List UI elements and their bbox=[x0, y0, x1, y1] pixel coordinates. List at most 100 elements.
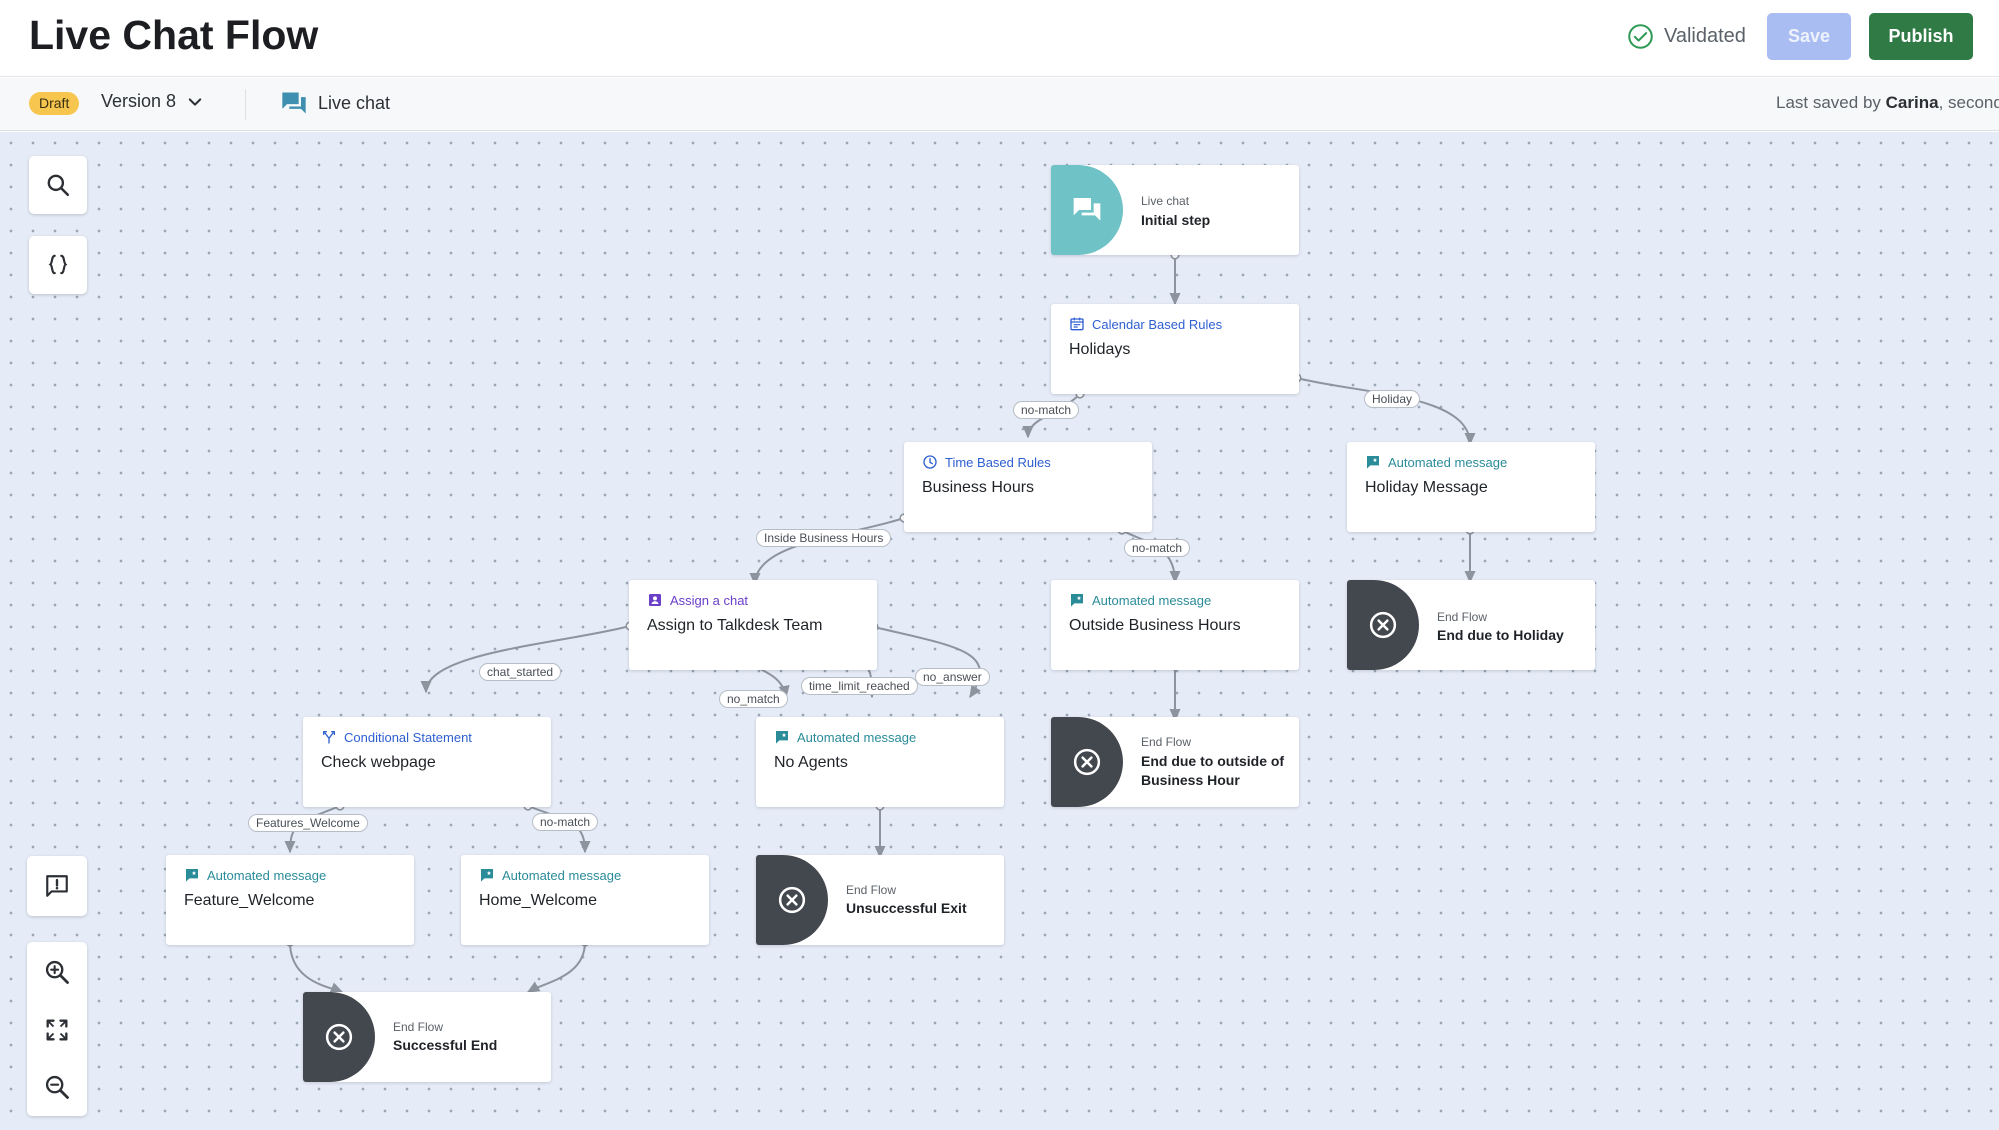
node-category: End Flow bbox=[846, 883, 897, 897]
version-selector[interactable]: Version 8 bbox=[101, 91, 204, 112]
zoom-out-button[interactable] bbox=[27, 1059, 87, 1115]
feedback-button[interactable] bbox=[27, 856, 87, 916]
page-title: Live Chat Flow bbox=[29, 12, 319, 58]
node-category: Live chat bbox=[1141, 194, 1190, 208]
node-name: Holiday Message bbox=[1365, 479, 1488, 496]
edge-home-end bbox=[526, 941, 586, 993]
edge-label: no_match bbox=[719, 690, 788, 708]
end-node-badge bbox=[756, 855, 828, 945]
edge-feature-end bbox=[289, 941, 344, 993]
automated-message-icon bbox=[1071, 594, 1083, 607]
node-category: Assign a chat bbox=[647, 592, 748, 608]
zoom-out-icon bbox=[45, 1075, 69, 1099]
node-holiday-message[interactable]: Automated message Holiday Message bbox=[1347, 442, 1595, 532]
chevron-down-icon bbox=[188, 97, 202, 106]
flow-canvas[interactable]: Live chat Initial step Calendar Based Ru… bbox=[0, 132, 1999, 1130]
node-name: No Agents bbox=[774, 754, 848, 771]
node-category: Automated message bbox=[1069, 592, 1211, 608]
validated-label: Validated bbox=[1664, 24, 1746, 47]
edge-label: time_limit_reached bbox=[801, 677, 918, 695]
node-category: Calendar Based Rules bbox=[1069, 316, 1222, 332]
automated-message-icon bbox=[1367, 456, 1379, 469]
node-business-hours[interactable]: Time Based Rules Business Hours bbox=[904, 442, 1152, 532]
fit-to-screen-icon bbox=[46, 1019, 68, 1041]
node-name: Home_Welcome bbox=[479, 892, 597, 909]
start-node-badge bbox=[1051, 165, 1123, 255]
clock-icon bbox=[923, 455, 937, 469]
edge-chat-started bbox=[420, 625, 631, 694]
variables-braces-icon bbox=[48, 254, 68, 275]
node-end-outside-hours[interactable]: End Flow End due to outside of Business … bbox=[1051, 717, 1299, 807]
node-category: Automated message bbox=[184, 867, 326, 883]
assign-agent-icon bbox=[649, 594, 661, 606]
end-node-badge bbox=[303, 992, 375, 1082]
divider bbox=[245, 89, 246, 120]
status-badge: Draft bbox=[29, 92, 80, 115]
zoom-controls bbox=[27, 942, 87, 1116]
node-home-welcome[interactable]: Automated message Home_Welcome bbox=[461, 855, 709, 945]
zoom-in-button[interactable] bbox=[27, 944, 87, 1000]
edge-inside-hours bbox=[749, 517, 905, 586]
node-name: Check webpage bbox=[321, 754, 436, 771]
node-name: Unsuccessful Exit bbox=[846, 900, 967, 916]
node-holidays[interactable]: Calendar Based Rules Holidays bbox=[1051, 304, 1299, 394]
channel-indicator: Live chat bbox=[280, 89, 390, 117]
node-unsuccessful-exit[interactable]: End Flow Unsuccessful Exit bbox=[756, 855, 1004, 945]
check-circle-icon bbox=[1628, 23, 1653, 49]
chat-icon bbox=[1073, 198, 1101, 221]
node-name: End due to outside of Business Hour bbox=[1141, 753, 1285, 788]
edge-label: no-match bbox=[1124, 539, 1191, 557]
feedback-icon bbox=[46, 875, 68, 897]
node-name: Successful End bbox=[393, 1037, 498, 1053]
node-outside-business-hours[interactable]: Automated message Outside Business Hours bbox=[1051, 580, 1299, 670]
node-name: Assign to Talkdesk Team bbox=[647, 617, 823, 634]
flow-info-bar: Draft Version 8 Live chat Last saved by … bbox=[0, 78, 1999, 131]
node-end-holiday[interactable]: End Flow End due to Holiday bbox=[1347, 580, 1595, 670]
edge-label: chat_started bbox=[479, 663, 562, 681]
node-name: Business Hours bbox=[922, 479, 1035, 496]
node-no-agents[interactable]: Automated message No Agents bbox=[756, 717, 1004, 807]
search-button[interactable] bbox=[29, 156, 87, 214]
node-category: Automated message bbox=[774, 729, 916, 745]
calendar-icon bbox=[1070, 317, 1084, 331]
variables-button[interactable] bbox=[29, 236, 87, 294]
automated-message-icon bbox=[776, 731, 788, 744]
close-circle-icon bbox=[325, 1023, 353, 1051]
node-successful-end[interactable]: End Flow Successful End bbox=[303, 992, 551, 1082]
node-feature-welcome[interactable]: Automated message Feature_Welcome bbox=[166, 855, 414, 945]
node-check-webpage[interactable]: Conditional Statement Check webpage bbox=[303, 717, 551, 807]
node-name: Outside Business Hours bbox=[1069, 617, 1241, 634]
edge-label: Features_Welcome bbox=[248, 814, 368, 832]
fit-to-screen-button[interactable] bbox=[27, 1002, 87, 1058]
node-category: End Flow bbox=[1437, 610, 1488, 624]
channel-label: Live chat bbox=[318, 92, 391, 113]
chat-icon bbox=[282, 92, 306, 114]
publish-button[interactable]: Publish bbox=[1869, 13, 1973, 60]
last-saved-info: Last saved by Carina, second bbox=[1776, 93, 1999, 112]
save-button[interactable]: Save bbox=[1767, 13, 1851, 60]
node-name: Holidays bbox=[1069, 341, 1131, 358]
node-initial-step[interactable]: Live chat Initial step bbox=[1051, 165, 1299, 255]
node-name: End due to Holiday bbox=[1437, 627, 1564, 643]
node-name: Initial step bbox=[1141, 212, 1211, 228]
branch-icon bbox=[323, 731, 335, 744]
edge-holidays-holiday bbox=[1296, 377, 1476, 446]
last-saved-user: Carina bbox=[1885, 93, 1939, 112]
edge-label: no-match bbox=[532, 813, 599, 831]
automated-message-icon bbox=[481, 869, 493, 882]
node-category: Time Based Rules bbox=[922, 454, 1051, 470]
validation-status: Validated bbox=[1627, 21, 1746, 51]
close-circle-icon bbox=[1073, 748, 1101, 776]
node-category: End Flow bbox=[1141, 735, 1192, 749]
end-node-badge bbox=[1051, 717, 1123, 807]
automated-message-icon bbox=[186, 869, 198, 882]
node-category: Conditional Statement bbox=[321, 729, 472, 745]
node-category: Automated message bbox=[479, 867, 621, 883]
version-label: Version 8 bbox=[101, 91, 177, 111]
edge-label: no_answer bbox=[915, 668, 990, 686]
edge-label: no-match bbox=[1013, 401, 1080, 419]
close-circle-icon bbox=[1369, 611, 1397, 639]
node-category: Automated message bbox=[1365, 454, 1507, 470]
node-assign-chat[interactable]: Assign a chat Assign to Talkdesk Team bbox=[629, 580, 877, 670]
edge-label: Inside Business Hours bbox=[756, 529, 892, 547]
